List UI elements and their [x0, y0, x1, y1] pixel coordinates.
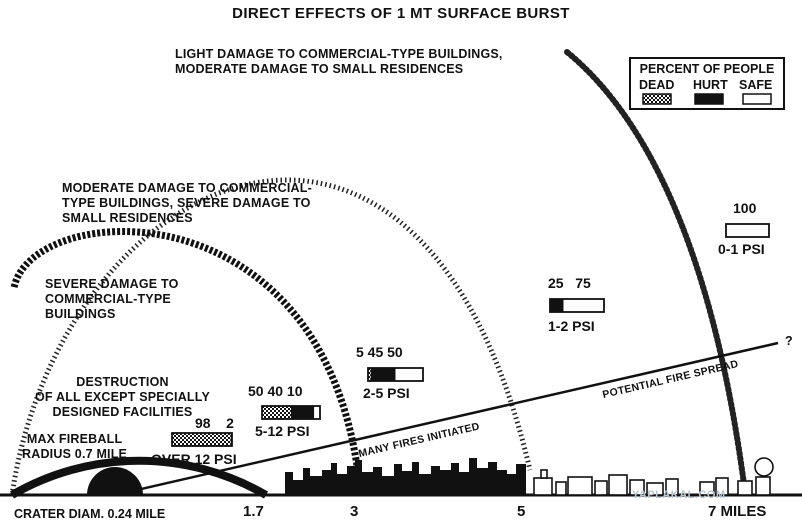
zone-casualty-bar	[367, 367, 424, 382]
zone-casualty-bar	[171, 432, 233, 447]
zone-psi-label: 0-1 PSI	[718, 241, 765, 257]
label-destruction: DESTRUCTION OF ALL EXCEPT SPECIALLY DESI…	[35, 375, 210, 419]
legend-hurt-swatch	[694, 93, 724, 105]
zone-casualty-numbers: 100	[733, 200, 757, 216]
zone-psi-label: OVER 12 PSI	[151, 451, 237, 467]
label-crater: CRATER DIAM. 0.24 MILE	[14, 507, 166, 521]
bar-segment-dead	[262, 406, 291, 419]
zone-casualty-numbers: 98 2	[195, 415, 234, 431]
legend: PERCENT OF PEOPLE DEAD HURT SAFE	[629, 57, 785, 110]
arc-destruction	[9, 456, 269, 499]
zone-casualty-bar	[261, 405, 321, 420]
watermark: YAPLAKAL.COM	[632, 489, 726, 501]
label-fire-question: ?	[785, 334, 793, 348]
fire-spread-line	[114, 341, 779, 497]
diagram-title: DIRECT EFFECTS OF 1 MT SURFACE BURST	[232, 5, 570, 22]
arc-light-damage	[564, 49, 748, 495]
bar-frame	[171, 432, 233, 447]
axis-tick-1: 1.7	[243, 503, 264, 520]
zone-psi-label: 5-12 PSI	[255, 423, 310, 439]
legend-hurt-label: HURT	[693, 78, 728, 92]
bar-segment-dead	[368, 368, 371, 381]
axis-tick-4: 7 MILES	[708, 503, 767, 520]
zone-psi-label: 1-2 PSI	[548, 318, 595, 334]
label-max-fireball: MAX FIREBALL RADIUS 0.7 MILE	[22, 432, 128, 461]
zone-casualty-bar	[725, 223, 770, 238]
legend-safe-label: SAFE	[739, 78, 773, 92]
label-light-damage: LIGHT DAMAGE TO COMMERCIAL-TYPE BUILDING…	[175, 47, 503, 76]
crater-shape	[87, 467, 143, 495]
suburban-buildings	[533, 457, 774, 496]
axis-tick-2: 3	[350, 503, 359, 520]
zone-casualty-numbers: 50 40 10	[248, 383, 303, 399]
axis-tick-3: 5	[517, 503, 526, 520]
bar-frame	[725, 223, 770, 238]
bar-segment-safe	[395, 368, 423, 381]
zone-casualty-bar	[549, 298, 605, 313]
zone-psi-label: 2-5 PSI	[363, 385, 410, 401]
arc-severe-damage	[10, 228, 364, 491]
bar-segment-hurt	[370, 368, 396, 381]
legend-dead-swatch	[642, 93, 672, 105]
legend-safe-swatch	[742, 93, 772, 105]
bar-segment-safe	[314, 406, 320, 419]
bar-frame	[549, 298, 605, 313]
arc-moderate-damage	[9, 177, 533, 496]
legend-dead-label: DEAD	[639, 78, 675, 92]
zone-casualty-numbers: 25 75	[548, 275, 591, 291]
zone-casualty-numbers: 5 45 50	[356, 344, 403, 360]
label-moderate-damage: MODERATE DAMAGE TO COMMERCIAL- TYPE BUIL…	[62, 181, 312, 225]
label-severe-damage: SEVERE DAMAGE TO COMMERCIAL-TYPE BUILDIN…	[45, 277, 179, 321]
legend-title: PERCENT OF PEOPLE	[639, 62, 775, 76]
bar-segment-hurt	[291, 406, 315, 419]
bar-frame	[261, 405, 321, 420]
bar-segment-hurt	[550, 299, 564, 312]
legend-swatches	[642, 93, 772, 105]
city-skyline	[285, 458, 526, 495]
bar-segment-safe	[726, 224, 769, 237]
bar-segment-dead	[172, 433, 231, 446]
bar-segment-safe	[563, 299, 604, 312]
bar-frame	[367, 367, 424, 382]
